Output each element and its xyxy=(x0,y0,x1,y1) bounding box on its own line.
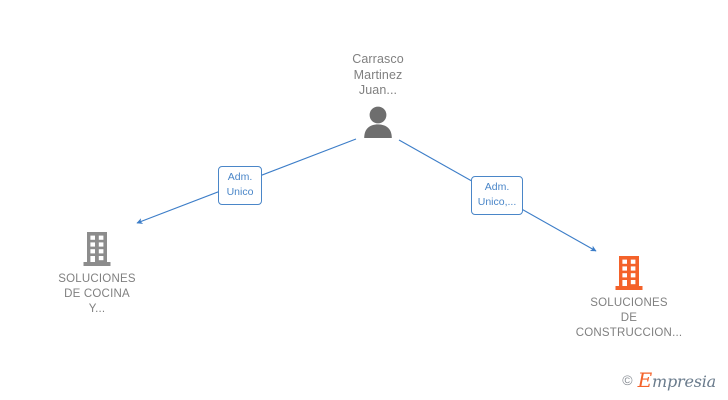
person-icon xyxy=(364,106,392,138)
relation-label-left[interactable]: Adm. Unico xyxy=(218,166,262,205)
node-company-right[interactable]: SOLUCIONES DE CONSTRUCCION... xyxy=(554,256,704,341)
company-name-label-right: SOLUCIONES DE CONSTRUCCION... xyxy=(575,297,683,339)
building-icon xyxy=(615,256,643,290)
node-company-left[interactable]: SOLUCIONES DE COCINA Y... xyxy=(22,232,172,317)
brand-logo-text: Empresia xyxy=(637,368,717,392)
copyright-icon: © xyxy=(622,372,633,388)
relation-label-right[interactable]: Adm. Unico,... xyxy=(471,176,523,215)
company-name-label-left: SOLUCIONES DE COCINA Y... xyxy=(58,273,136,315)
watermark: © Empresia xyxy=(622,370,716,390)
building-icon xyxy=(83,232,111,266)
brand-initial: E xyxy=(637,368,653,392)
person-name-label: Carrasco Martinez Juan... xyxy=(352,52,404,97)
node-person[interactable]: Carrasco Martinez Juan... xyxy=(310,52,446,138)
brand-rest: mpresia xyxy=(652,372,716,391)
